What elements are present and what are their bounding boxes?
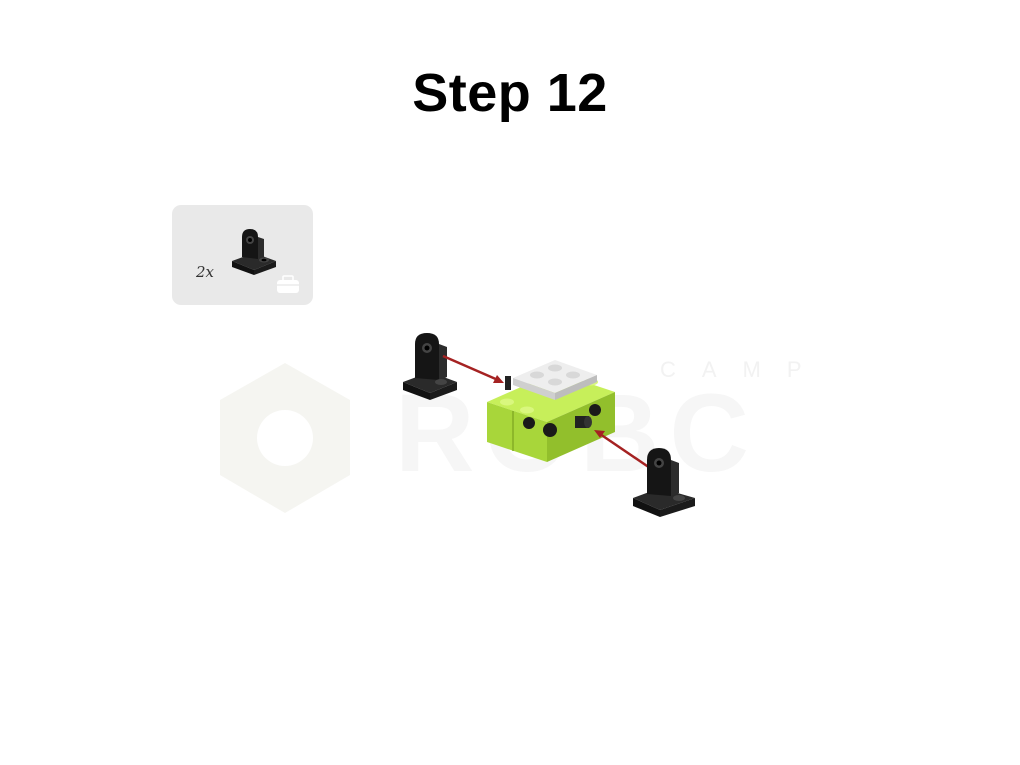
connector-left [403, 333, 457, 400]
axle-pins [505, 376, 592, 428]
part-quantity: 2x [196, 263, 215, 281]
toolbox-icon [277, 275, 299, 293]
parts-callout: 2x [172, 205, 313, 305]
step-title: Step 12 [412, 63, 608, 123]
arrow-left [442, 354, 504, 383]
watermark-camp-text: CAMP [660, 357, 828, 382]
arrow-right [594, 430, 651, 470]
connector-right [633, 448, 695, 517]
assembly-illustration [403, 333, 695, 517]
white-plate [513, 360, 597, 400]
black-technic-connector-icon [232, 229, 276, 275]
